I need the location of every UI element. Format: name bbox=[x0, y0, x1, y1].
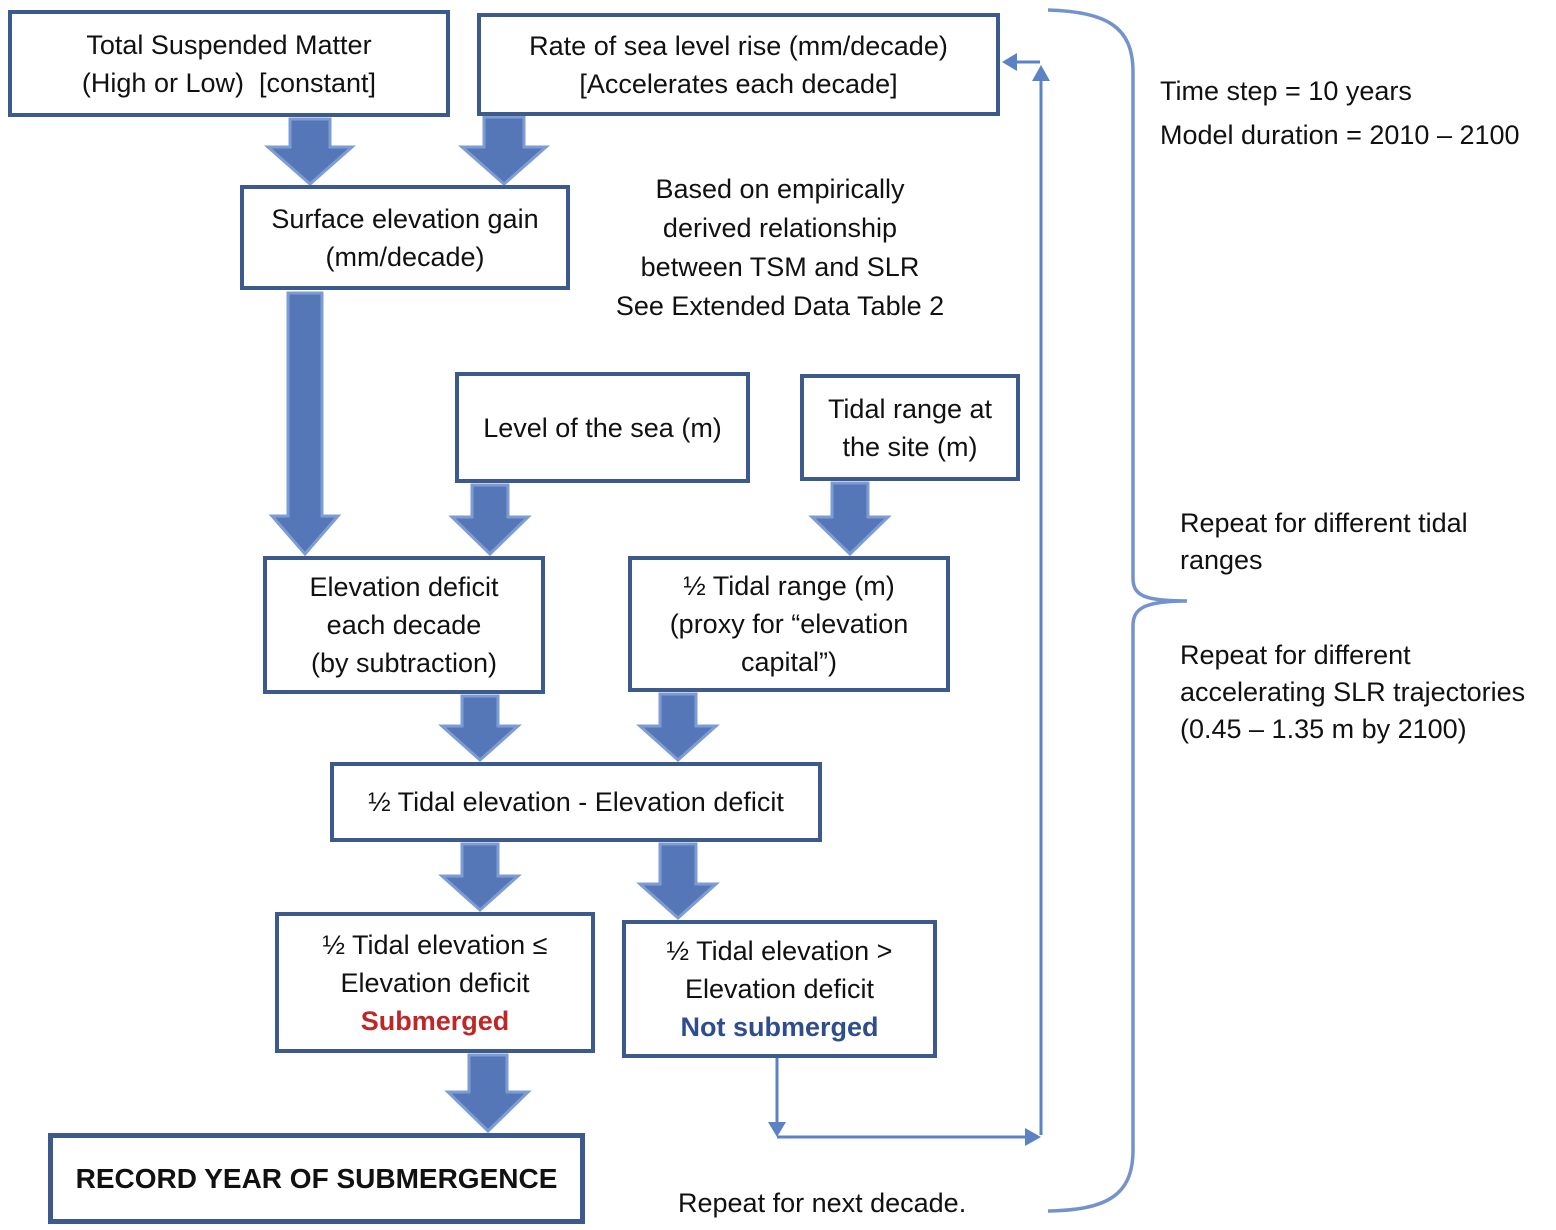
down-arrow-sealevel-to-deficit bbox=[448, 483, 532, 557]
box-submerged-outcome: ½ Tidal elevation ≤ Elevation deficit Su… bbox=[275, 912, 595, 1053]
box-half-tidal-range: ½ Tidal range (m) (proxy for “elevation … bbox=[628, 556, 950, 692]
box-sea-level-rise-rate: Rate of sea level rise (mm/decade) [Acce… bbox=[477, 13, 1000, 116]
repeat-next-decade-note: Repeat for next decade. bbox=[678, 1188, 967, 1218]
repeat-tidal-ranges-note: Repeat for different tidal ranges bbox=[1180, 508, 1468, 575]
down-arrow-tidalrange-to-halftidal bbox=[808, 481, 892, 557]
down-arrow-deficit-to-difference bbox=[438, 694, 522, 763]
down-arrow-halftidal-to-difference bbox=[636, 692, 720, 763]
loop-arrowhead-up bbox=[1032, 65, 1050, 81]
down-arrow-submerged-to-record bbox=[444, 1053, 532, 1134]
box-elevation-deficit: Elevation deficit each decade (by subtra… bbox=[263, 556, 545, 694]
submerged-condition-text: ½ Tidal elevation ≤ Elevation deficit bbox=[322, 929, 548, 998]
box-total-suspended-matter: Total Suspended Matter (High or Low) [co… bbox=[8, 10, 450, 117]
not-submerged-label: Not submerged bbox=[680, 1012, 879, 1042]
repeat-scope-brace bbox=[1047, 8, 1188, 1213]
box-level-of-the-sea: Level of the sea (m) bbox=[455, 372, 750, 483]
down-arrow-slr-to-surface bbox=[458, 115, 550, 186]
time-step-note: Time step = 10 years bbox=[1160, 76, 1412, 106]
submerged-label: Submerged bbox=[360, 1005, 510, 1036]
box-record-year-of-submergence: RECORD YEAR OF SUBMERGENCE bbox=[48, 1133, 585, 1224]
loop-arrowhead-right bbox=[1025, 1128, 1041, 1146]
box-tidal-range-at-site: Tidal range at the site (m) bbox=[800, 374, 1020, 481]
down-arrow-difference-to-submerged bbox=[438, 842, 522, 913]
box-not-submerged-outcome: ½ Tidal elevation > Elevation deficit No… bbox=[622, 920, 937, 1058]
not-submerged-condition-text: ½ Tidal elevation > Elevation deficit bbox=[666, 936, 893, 1004]
empirical-relationship-note: Based on empirically derived relationshi… bbox=[615, 174, 945, 321]
loop-arrowhead-left bbox=[1002, 53, 1017, 71]
loop-arrowhead-down bbox=[768, 1122, 786, 1137]
model-duration-note: Model duration = 2010 – 2100 bbox=[1160, 120, 1520, 150]
down-arrow-tsm-to-surface bbox=[264, 117, 356, 186]
down-arrow-difference-to-notsubmerged bbox=[636, 842, 720, 921]
down-arrow-surface-to-deficit bbox=[268, 291, 342, 557]
repeat-slr-trajectories-note: Repeat for different accelerating SLR tr… bbox=[1180, 640, 1526, 744]
box-surface-elevation-gain: Surface elevation gain (mm/decade) bbox=[240, 185, 570, 290]
box-tidal-minus-deficit: ½ Tidal elevation - Elevation deficit bbox=[330, 762, 822, 842]
